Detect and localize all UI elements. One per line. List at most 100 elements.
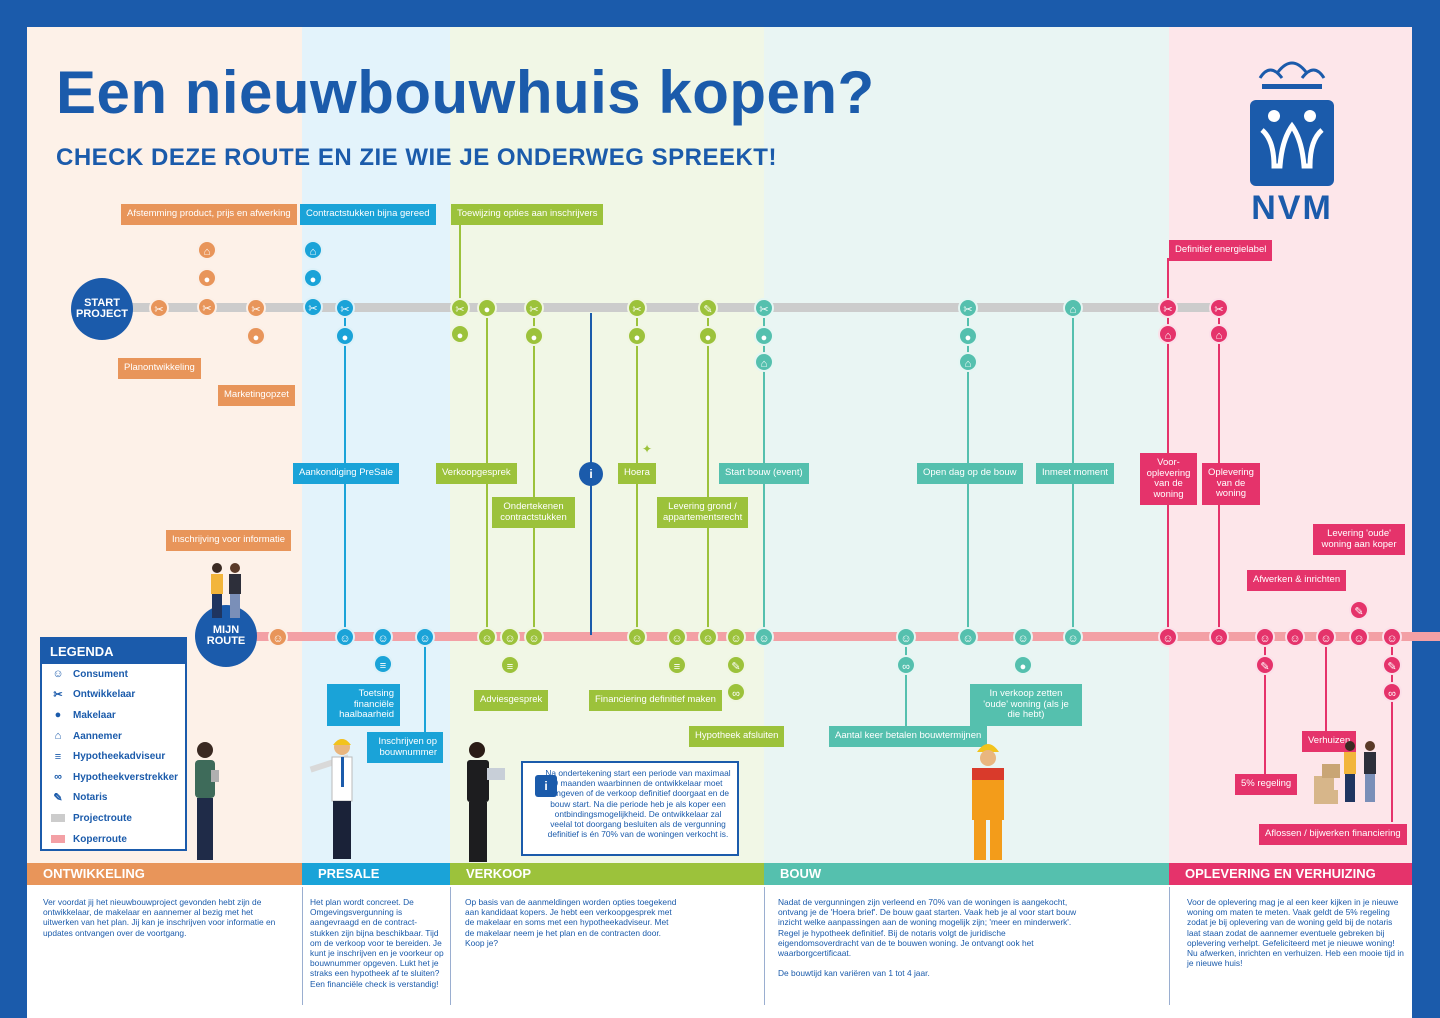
- person-icon: ●: [335, 326, 355, 346]
- page-title: Een nieuwbouwhuis kopen?: [56, 59, 875, 126]
- developer-illustration: [308, 735, 366, 865]
- moving-couple-illustration: [1312, 738, 1384, 806]
- label-afstemming: Afstemming product, prijs en afwerking: [121, 204, 297, 225]
- info-text: Na ondertekening start een periode van m…: [545, 768, 731, 840]
- person-icon: ●: [1013, 655, 1033, 675]
- tools-icon: ✂: [1158, 298, 1178, 318]
- mijn-route-badge: MIJN ROUTE: [195, 605, 257, 667]
- coins-icon: ≡: [54, 750, 62, 763]
- legend-item: ✎Notaris: [42, 788, 185, 809]
- smile-icon: ☺: [500, 627, 520, 647]
- label-vooroplevering: Voor-oplevering van de woning: [1140, 453, 1197, 505]
- smile-icon: ☺: [754, 627, 774, 647]
- phase-presale: PRESALE: [302, 863, 450, 885]
- tools-icon: ✂: [246, 298, 266, 318]
- connector: [459, 216, 461, 316]
- label-inschrijven: Inschrijven op bouwnummer: [367, 732, 443, 763]
- connector: [424, 640, 426, 760]
- smile-icon: ☺: [1063, 627, 1083, 647]
- tools-icon: ✂: [754, 298, 774, 318]
- connector: [1264, 640, 1266, 780]
- helmet-icon: ⌂: [197, 240, 217, 260]
- koperroute-line: [228, 632, 1440, 641]
- label-hoera: Hoera: [618, 463, 656, 484]
- tools-icon: ✂: [303, 297, 323, 317]
- helmet-icon: ⌂: [958, 352, 978, 372]
- agent-illustration: [457, 740, 509, 868]
- helmet-icon: ⌂: [303, 240, 323, 260]
- person-icon: ●: [958, 326, 978, 346]
- start-project-badge: START PROJECT: [71, 278, 133, 340]
- label-planontwikkeling: Planontwikkeling: [118, 358, 201, 379]
- phase-text-bouw-2: De bouwtijd kan variëren van 1 tot 4 jaa…: [778, 968, 930, 978]
- pen-icon: ✎: [53, 791, 63, 804]
- label-toetsing: Toetsing financiële haalbaarheid: [327, 684, 400, 726]
- legend-item: Koperroute: [42, 829, 185, 850]
- pen-icon: ✎: [726, 655, 746, 675]
- label-regeling: 5% regeling: [1235, 774, 1298, 795]
- nvm-logo: NVM: [1248, 56, 1336, 227]
- smile-icon: ☺: [524, 627, 544, 647]
- tools-icon: ✂: [450, 298, 470, 318]
- label-inschrijving: Inschrijving voor informatie: [166, 530, 291, 551]
- label-oplevering-woning: Oplevering van de woning: [1202, 463, 1260, 505]
- person-icon: ●: [698, 326, 718, 346]
- smile-icon: ☺: [415, 627, 435, 647]
- phase-ontwikkeling: ONTWIKKELING: [27, 863, 302, 885]
- band-bouw: [764, 27, 1169, 863]
- label-verkoop-oude: In verkoop zetten 'oude' woning (als je …: [970, 684, 1082, 726]
- smile-icon: ☺: [1255, 627, 1275, 647]
- phase-text-oplevering: Voor de oplevering mag je al een keer ki…: [1187, 897, 1404, 969]
- person-icon: ●: [627, 326, 647, 346]
- helmet-icon: ⌂: [1209, 324, 1229, 344]
- nvm-logo-text: NVM: [1251, 189, 1333, 227]
- tools-icon: ✂: [1209, 298, 1229, 318]
- label-ondertekenen: Ondertekenen contractstukken: [492, 497, 575, 528]
- label-verkoopgesprek: Verkoopgesprek: [436, 463, 517, 484]
- label-aankondiging: Aankondiging PreSale: [293, 463, 400, 484]
- label-financiering: Financiering definitief maken: [589, 690, 722, 711]
- helmet-icon: ⌂: [1063, 298, 1083, 318]
- label-levering-oude: Levering 'oude' woning aan koper: [1313, 524, 1405, 555]
- smile-icon: ☺: [477, 627, 497, 647]
- person-icon: ●: [450, 324, 470, 344]
- smile-icon: ☺: [1013, 627, 1033, 647]
- legend-item: ☺Consument: [52, 668, 128, 681]
- phase-text-ontwikkeling: Ver voordat jij het nieuwbouwproject gev…: [43, 897, 276, 938]
- person-icon: ●: [524, 326, 544, 346]
- handshake-icon: ∞: [54, 771, 62, 784]
- pink-bar-swatch: [51, 835, 65, 844]
- smile-icon: ☺: [726, 627, 746, 647]
- info-icon[interactable]: i: [579, 462, 603, 486]
- handshake-icon: ∞: [1382, 682, 1402, 702]
- tools-icon: ✂: [524, 298, 544, 318]
- smile-icon: ☺: [698, 627, 718, 647]
- phase-oplevering: OPLEVERING EN VERHUIZING: [1169, 863, 1412, 885]
- connector: [1167, 258, 1169, 634]
- person-icon: ●: [477, 298, 497, 318]
- connector: [1325, 640, 1327, 735]
- helmet-icon: ⌂: [754, 352, 774, 372]
- divider: [302, 887, 303, 1005]
- connector: [1391, 640, 1393, 822]
- label-verhuizen: Verhuizen: [1302, 731, 1357, 752]
- smile-icon: ☺: [627, 627, 647, 647]
- builder-illustration: [960, 738, 1016, 866]
- helmet-icon: ⌂: [54, 730, 62, 743]
- band-verkoop: [450, 27, 764, 863]
- label-aflossen: Aflossen / bijwerken financiering: [1259, 824, 1407, 845]
- label-inmeet: Inmeet moment: [1036, 463, 1114, 484]
- info-box: [521, 761, 739, 856]
- smile-icon: ☺: [1158, 627, 1178, 647]
- label-start-bouw: Start bouw (event): [719, 463, 809, 484]
- smile-icon: ☺: [1316, 627, 1336, 647]
- info-icon: i: [535, 775, 557, 797]
- pen-icon: ✎: [1382, 655, 1402, 675]
- couple-illustration: [205, 562, 247, 620]
- divider: [764, 887, 765, 1005]
- legend-title: LEGENDA: [42, 639, 185, 664]
- legend: LEGENDA ☺Consument ✂Ontwikkelaar ●Makela…: [40, 637, 187, 851]
- handshake-icon: ∞: [896, 655, 916, 675]
- legend-item: ✂Ontwikkelaar: [42, 685, 185, 706]
- consumer-woman-illustration: [185, 740, 225, 868]
